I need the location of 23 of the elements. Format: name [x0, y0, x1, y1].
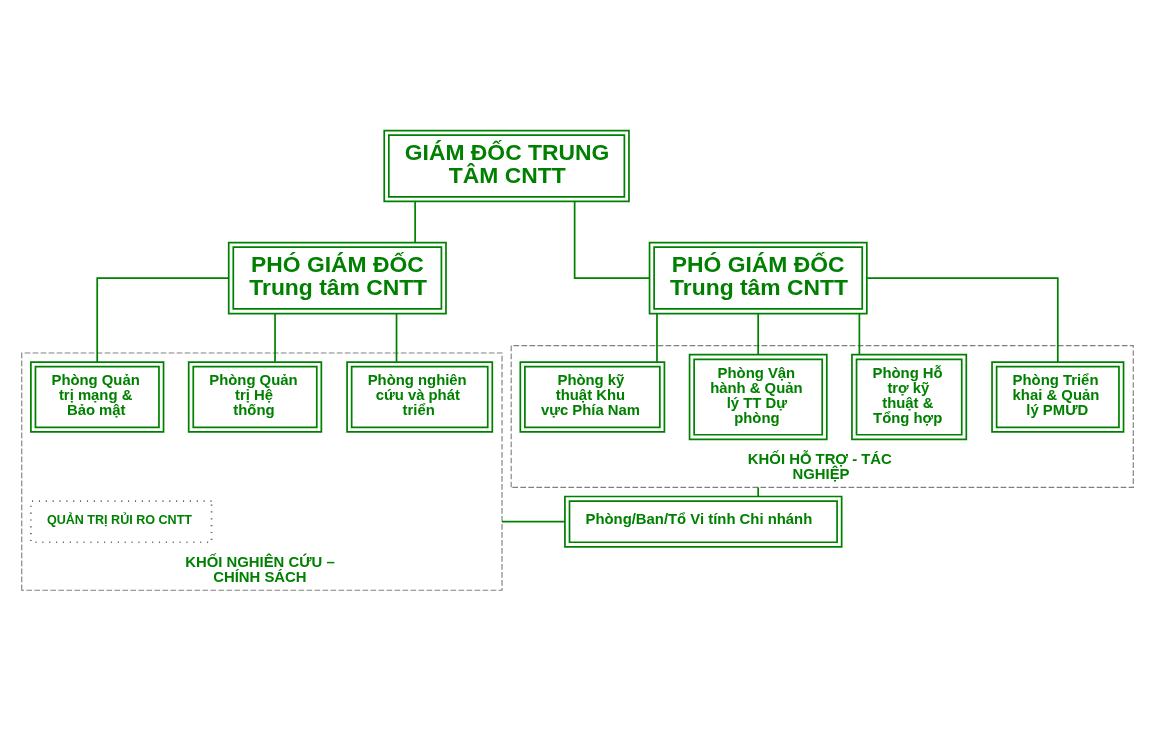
- node-box: PHÓ GIÁM ĐỐC Trung tâm CNTT: [648, 241, 868, 314]
- connector: [656, 312, 658, 363]
- connector: [274, 312, 276, 363]
- node-box: Phòng/Ban/Tổ Vi tính Chi nhánh: [564, 495, 843, 548]
- node-box: Phòng Hỗ trợ kỹ thuật & Tổng hợp: [851, 353, 968, 440]
- connector: [757, 486, 760, 497]
- node-box: Phòng kỹ thuật Khu vực Phía Nam: [519, 360, 666, 433]
- connector: [395, 312, 398, 363]
- node-box: PHÓ GIÁM ĐỐC Trung tâm CNTT: [227, 241, 447, 314]
- node-box: Phòng Quản trị mạng & Bảo mật: [30, 360, 165, 433]
- node-box: QUẢN TRỊ RỦI RO CNTT: [30, 499, 213, 543]
- connector: [757, 312, 760, 355]
- connector: [501, 520, 566, 523]
- node-box: Phòng nghiên cứu và phát triển: [346, 360, 494, 433]
- node-box: GIÁM ĐỐC TRUNG TÂM CNTT: [383, 129, 630, 202]
- node-box: Phòng Quản trị Hệ thống: [187, 360, 323, 433]
- connector: [866, 276, 1059, 363]
- connector: [858, 312, 861, 355]
- node-box: Phòng Vận hành & Quản lý TT Dự phòng: [688, 353, 828, 440]
- connector: [573, 200, 651, 279]
- connector: [414, 200, 416, 243]
- connector: [96, 276, 230, 363]
- node-box: Phòng Triển khai & Quản lý PMƯD: [991, 360, 1125, 433]
